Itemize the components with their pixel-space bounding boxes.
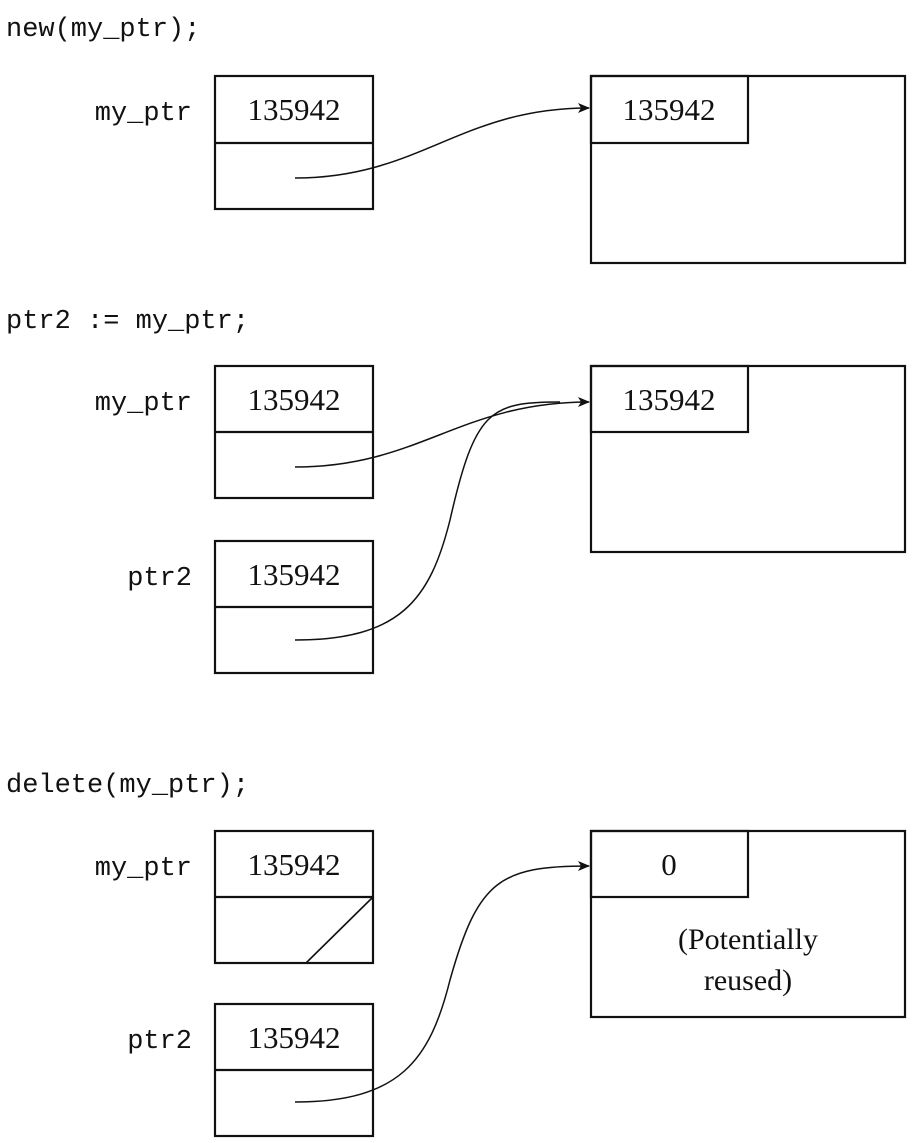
section-delete: delete(my_ptr); my_ptr 135942 ptr2 13594… (6, 771, 907, 1138)
pointer-arrow-ptr2 (294, 861, 590, 1103)
pointer-value: 135942 (248, 557, 341, 592)
heap-value-cell (589, 74, 750, 145)
statement-assign: ptr2 := my_ptr; (6, 307, 249, 337)
pointer-arrow-my-ptr (294, 397, 590, 468)
pointer-value: 135942 (248, 92, 341, 127)
pointer-label: my_ptr (95, 389, 192, 419)
heap-object: 135942 (589, 74, 907, 265)
heap-object: 135942 (589, 364, 907, 554)
pointer-value: 135942 (248, 847, 341, 882)
pointer-box-ptr2: ptr2 135942 (127, 539, 375, 675)
pointer-label: my_ptr (95, 854, 192, 884)
statement-delete: delete(my_ptr); (6, 771, 249, 801)
pointer-arrow-ptr2 (294, 401, 561, 641)
pointer-box-my-ptr: my_ptr 135942 (95, 829, 375, 965)
pointer-arrow (294, 103, 590, 179)
heap-value: 135942 (623, 92, 716, 127)
pointer-value: 135942 (248, 1020, 341, 1055)
heap-note-line-2: reused) (704, 964, 792, 997)
section-assign: ptr2 := my_ptr; my_ptr 135942 ptr2 13594… (6, 307, 907, 675)
heap-value: 135942 (623, 382, 716, 417)
pointer-box-my-ptr: my_ptr 135942 (95, 74, 375, 211)
heap-note-line-1: (Potentially (678, 923, 818, 956)
pointer-box-my-ptr: my_ptr 135942 (95, 364, 375, 500)
heap-value-cell (589, 829, 750, 899)
heap-value: 0 (661, 847, 677, 882)
pointer-value: 135942 (248, 382, 341, 417)
heap-object: 0 (Potentially reused) (589, 829, 907, 1019)
pointer-label: my_ptr (95, 99, 192, 129)
pointer-label: ptr2 (127, 564, 192, 594)
heap-value-cell (589, 364, 750, 434)
section-new: new(my_ptr); my_ptr 135942 135942 (6, 15, 907, 265)
statement-new: new(my_ptr); (6, 15, 200, 45)
null-slash-icon (305, 896, 374, 964)
pointer-box-ptr2: ptr2 135942 (127, 1002, 375, 1138)
pointer-label: ptr2 (127, 1027, 192, 1057)
